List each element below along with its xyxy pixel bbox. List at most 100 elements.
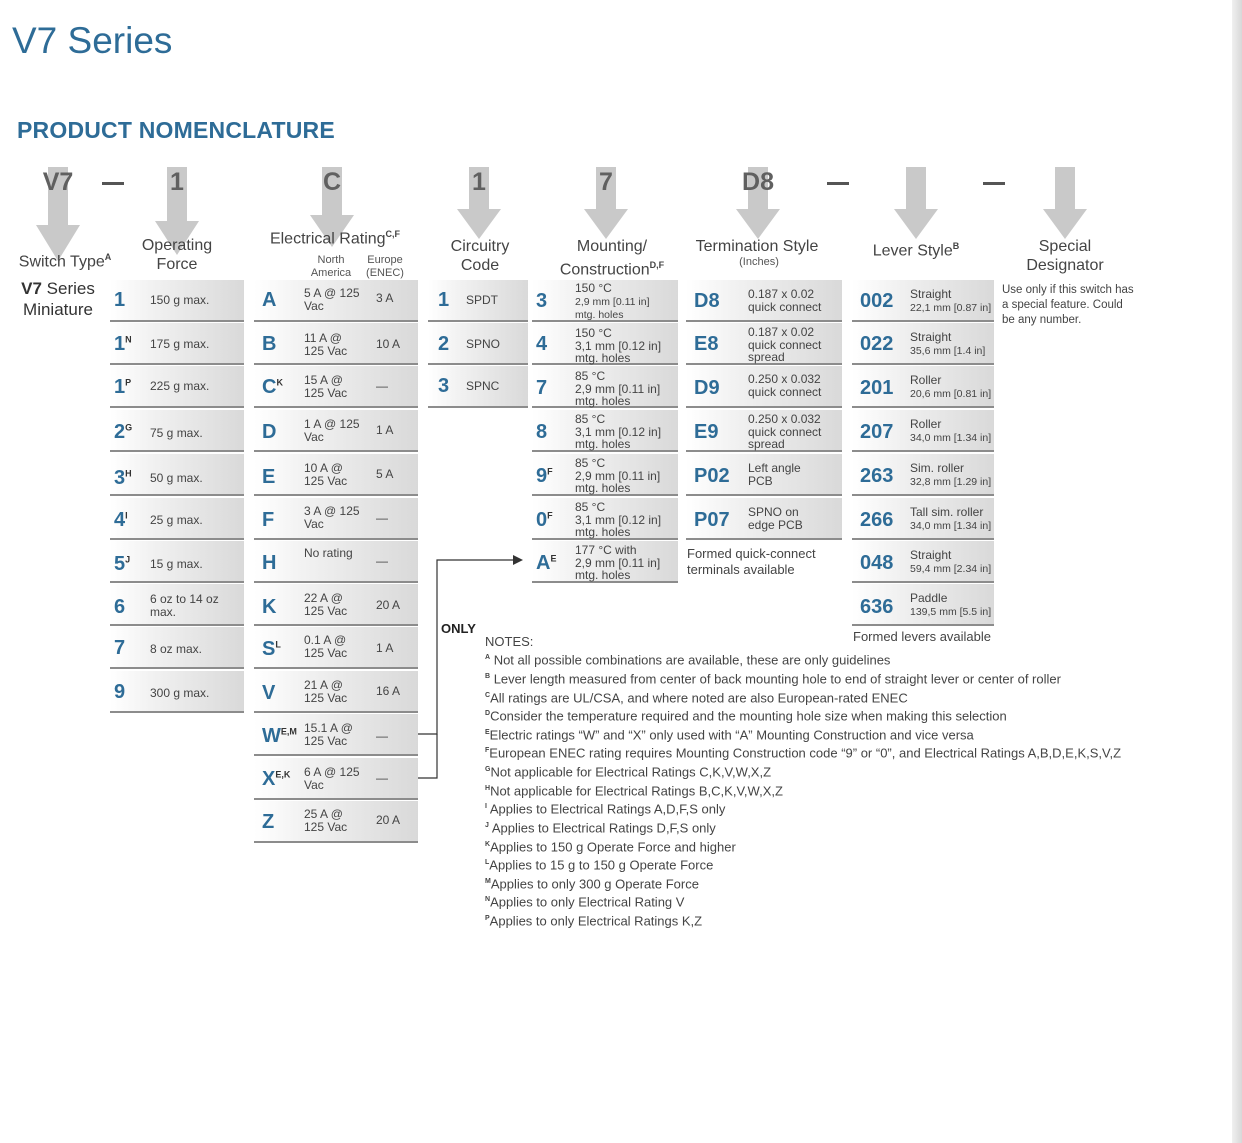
note-item: B Lever length measured from center of b… bbox=[485, 671, 1061, 687]
arrow-icon bbox=[894, 167, 938, 239]
section-title: PRODUCT NOMENCLATURE bbox=[17, 117, 335, 143]
page-edge-shadow bbox=[1232, 0, 1242, 1143]
rating-north-america: 10 A @ 125 Vac bbox=[304, 461, 348, 488]
row-code: 9 bbox=[114, 681, 126, 703]
header-north-america: North America bbox=[310, 254, 352, 279]
row-code: A bbox=[262, 289, 277, 311]
page-title: V7 Series bbox=[12, 20, 173, 61]
header-circuitry: Circuitry Code bbox=[450, 238, 510, 274]
note-item: CAll ratings are UL/CSA, and where noted… bbox=[485, 689, 908, 705]
code-electrical-rating: C bbox=[322, 168, 342, 196]
arrow-icon bbox=[1043, 167, 1087, 239]
code-termination: D8 bbox=[742, 168, 774, 196]
row-code: 9 bbox=[536, 465, 548, 487]
rating-europe: 10 A bbox=[376, 337, 401, 351]
arrow-icon bbox=[457, 167, 501, 239]
row-text: 25 g max. bbox=[150, 513, 203, 527]
note-item: EElectric ratings “W” and “X” only used … bbox=[485, 727, 974, 743]
header-termination: Termination Style bbox=[695, 238, 819, 255]
code-operating-force: 1 bbox=[170, 168, 184, 196]
note-item: I Applies to Electrical Ratings A,D,F,S … bbox=[485, 801, 726, 817]
row-text: 6 oz to 14 oz max. bbox=[150, 592, 219, 619]
header-electrical-rating: Electrical RatingC,F bbox=[269, 229, 401, 248]
note-item: DConsider the temperature required and t… bbox=[485, 708, 1007, 724]
rating-europe: 5 A bbox=[376, 467, 394, 481]
rating-north-america: 15 A @ 125 Vac bbox=[304, 373, 348, 400]
switch-type-value: V7 Series Miniature bbox=[12, 278, 104, 320]
row-code: 3 bbox=[114, 467, 126, 489]
lever-note: Formed levers available bbox=[853, 629, 992, 644]
row-code: 4 bbox=[536, 333, 548, 355]
header-operating-force: Operating Force bbox=[141, 237, 213, 273]
header-termination-units: (Inches) bbox=[739, 256, 779, 268]
rating-europe: 16 A bbox=[376, 684, 401, 698]
row-code: 1 bbox=[114, 333, 126, 355]
termination-note: Formed quick-connect terminals available bbox=[687, 546, 816, 577]
row-text: 15 g max. bbox=[150, 557, 203, 571]
rating-north-america: 22 A @ 125 Vac bbox=[304, 591, 348, 618]
row-text: 150 g max. bbox=[150, 293, 210, 307]
row-code: 4 bbox=[114, 509, 126, 531]
row-code: 7 bbox=[114, 637, 126, 659]
note-item: GNot applicable for Electrical Ratings C… bbox=[485, 764, 772, 780]
row-code: 0 bbox=[536, 509, 548, 531]
rating-north-america: 6 A @ 125 Vac bbox=[304, 765, 360, 792]
dash-separator bbox=[827, 182, 849, 185]
rating-europe: — bbox=[376, 771, 388, 785]
row-text: SPNC bbox=[466, 379, 500, 393]
dash-separator bbox=[102, 182, 124, 185]
rating-europe: — bbox=[376, 511, 388, 525]
row-text: SPDT bbox=[466, 293, 499, 307]
row-code: X bbox=[262, 768, 276, 790]
rating-north-america: 5 A @ 125 Vac bbox=[304, 286, 360, 313]
rating-europe: 20 A bbox=[376, 813, 401, 827]
row-code: H bbox=[262, 552, 277, 574]
note-item: LApplies to 15 g to 150 g Operate Force bbox=[485, 857, 714, 873]
note-item: J Applies to Electrical Ratings D,F,S on… bbox=[485, 820, 716, 836]
arrow-icon bbox=[36, 167, 80, 261]
row-code: A bbox=[536, 552, 551, 574]
rating-north-america: 15.1 A @ 125 Vac bbox=[304, 721, 353, 748]
row-code: C bbox=[262, 376, 277, 398]
